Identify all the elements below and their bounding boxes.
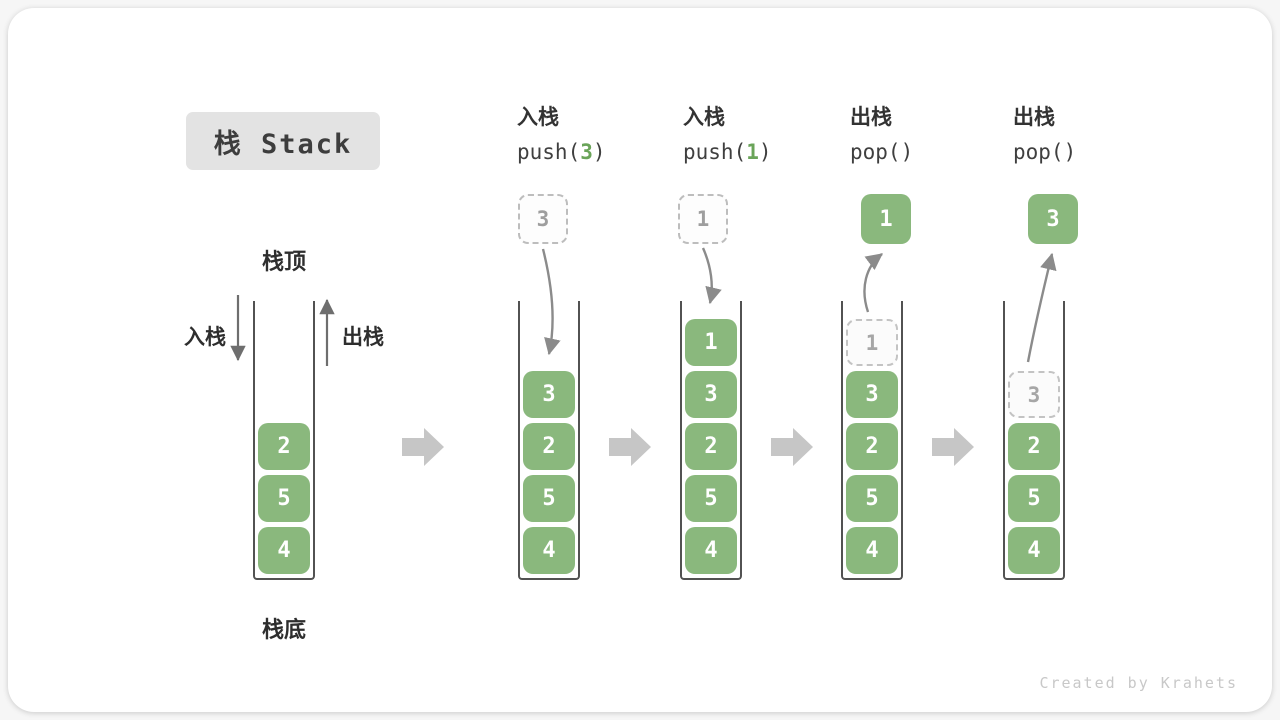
op-code-text: push(1) [683,139,772,165]
op-label-pop-1: 出栈 pop() [850,105,913,165]
stack-cell: 3 [523,371,575,418]
code-prefix: pop( [850,140,901,164]
floating-value-popped: 1 [861,194,911,244]
op-label-pop-2: 出栈 pop() [1013,105,1076,165]
stack-cell: 2 [523,423,575,470]
popped-ghost-cell: 3 [1008,371,1060,418]
stack-container [841,301,903,580]
stack-cell: 5 [1008,475,1060,522]
stack-cell: 4 [258,527,310,574]
stack-bottom-label: 栈底 [261,617,306,642]
op-label-push3: 入栈 push(3) [517,105,606,165]
stack-top-label: 栈顶 [261,249,306,274]
stack-cell: 2 [258,423,310,470]
floating-value-dashed: 1 [678,194,728,244]
stack-container [253,301,315,580]
stack-cell: 4 [523,527,575,574]
stack-cell: 5 [258,475,310,522]
floating-value-popped: 3 [1028,194,1078,244]
code-prefix: pop( [1013,140,1064,164]
stack-cell: 5 [846,475,898,522]
popped-ghost-cell: 1 [846,319,898,366]
stack-cell: 5 [685,475,737,522]
page-title: 栈 Stack [186,112,380,170]
code-suffix: ) [900,140,914,164]
op-cn-text: 入栈 [683,106,725,129]
stack-container [518,301,580,580]
code-prefix: push( [683,140,747,164]
code-arg: 3 [580,140,593,164]
stack-cell: 4 [1008,527,1060,574]
stack-cell: 2 [1008,423,1060,470]
stack-cell: 5 [523,475,575,522]
op-code-text: pop() [1013,139,1076,165]
code-suffix: ) [1063,140,1077,164]
stack-cell: 1 [685,319,737,366]
op-label-push1: 入栈 push(1) [683,105,772,165]
stack-cell: 2 [846,423,898,470]
code-prefix: push( [517,140,581,164]
op-code-text: push(3) [517,139,606,165]
op-cn-text: 出栈 [850,106,892,129]
push-side-label: 入栈 [184,326,226,349]
pop-side-label: 出栈 [342,326,384,349]
floating-value-dashed: 3 [518,194,568,244]
stack-container [1003,301,1065,580]
op-code-text: pop() [850,139,913,165]
code-arg: 1 [746,140,759,164]
stack-cell: 4 [846,527,898,574]
code-suffix: ) [758,140,772,164]
op-cn-text: 入栈 [517,106,559,129]
stack-cell: 4 [685,527,737,574]
stack-container [680,301,742,580]
stack-cell: 3 [846,371,898,418]
credit-text: Created by Krahets [1039,674,1238,692]
stack-cell: 2 [685,423,737,470]
op-cn-text: 出栈 [1013,106,1055,129]
stack-cell: 3 [685,371,737,418]
code-suffix: ) [592,140,606,164]
